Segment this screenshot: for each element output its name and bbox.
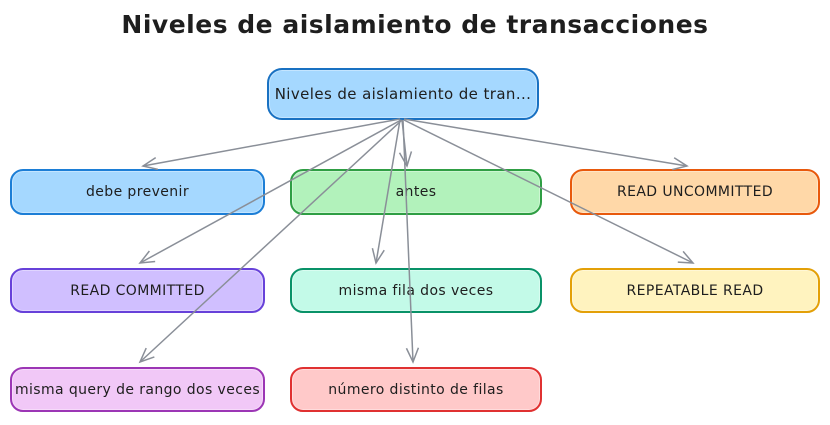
node-debe-prevenir-label: debe prevenir bbox=[85, 184, 189, 200]
edge-root-to-antes bbox=[398, 119, 413, 168]
node-root[interactable]: Niveles de aislamiento de tran... bbox=[267, 68, 539, 120]
node-read-committed[interactable]: READ COMMITTED bbox=[10, 268, 265, 313]
node-misma-fila-dos-veces[interactable]: misma fila dos veces bbox=[290, 268, 542, 313]
node-repeatable-read[interactable]: REPEATABLE READ bbox=[570, 268, 820, 313]
edge-root-to-debe-prevenir bbox=[141, 118, 401, 171]
node-antes-label: antes bbox=[395, 184, 437, 200]
node-read-committed-label: READ COMMITTED bbox=[70, 282, 205, 299]
node-misma-query-de-rango[interactable]: misma query de rango dos veces bbox=[10, 367, 265, 412]
node-numero-distinto-de-filas-label: número distinto de filas bbox=[328, 381, 504, 398]
edge-root-to-misma-query bbox=[138, 119, 403, 364]
node-numero-distinto-de-filas[interactable]: número distinto de filas bbox=[290, 367, 542, 412]
node-root-label: Niveles de aislamiento de tran... bbox=[274, 85, 532, 103]
edge-root-to-numero-distinto bbox=[402, 119, 420, 364]
diagram-title: Niveles de aislamiento de transacciones bbox=[121, 10, 709, 39]
node-misma-fila-dos-veces-label: misma fila dos veces bbox=[338, 282, 494, 299]
node-repeatable-read-label: REPEATABLE READ bbox=[626, 282, 764, 299]
node-debe-prevenir[interactable]: debe prevenir bbox=[10, 169, 265, 215]
node-antes[interactable]: antes bbox=[290, 169, 542, 215]
node-misma-query-de-rango-label: misma query de rango dos veces bbox=[14, 381, 261, 398]
node-read-uncommitted-label: READ UNCOMMITTED bbox=[616, 184, 774, 200]
node-read-uncommitted[interactable]: READ UNCOMMITTED bbox=[570, 169, 820, 215]
edge-root-to-read-uncommitted bbox=[403, 118, 689, 171]
